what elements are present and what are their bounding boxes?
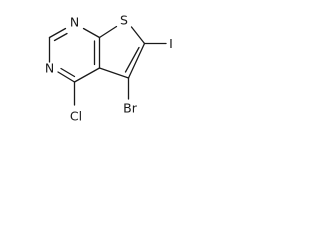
bond-c2-n1-double (48, 27, 67, 39)
bond-s-c6 (130, 26, 146, 45)
bond-n1-c7a (82, 27, 101, 39)
bond-c2-n1-double-inner (53, 32, 68, 42)
atom-iodine: I (169, 36, 173, 51)
bond-c3a-c4 (73, 67, 101, 83)
bond-c6-c5-double-inner (124, 46, 140, 73)
bond-c4-n3-double-inner (60, 67, 76, 78)
bond-c7a-s (98, 25, 118, 39)
atom-bromine: Br (123, 101, 138, 116)
atom-n-left: N (45, 61, 54, 76)
bond-c6-c5 (127, 42, 146, 79)
atom-sulfur: S (120, 13, 128, 28)
structure-diagram: N N S I Br Cl (45, 13, 173, 124)
atom-chlorine: Cl (70, 109, 82, 124)
bond-c5-c3a (98, 67, 130, 79)
bond-c4-n3 (57, 71, 76, 83)
atom-n-top: N (70, 15, 79, 30)
